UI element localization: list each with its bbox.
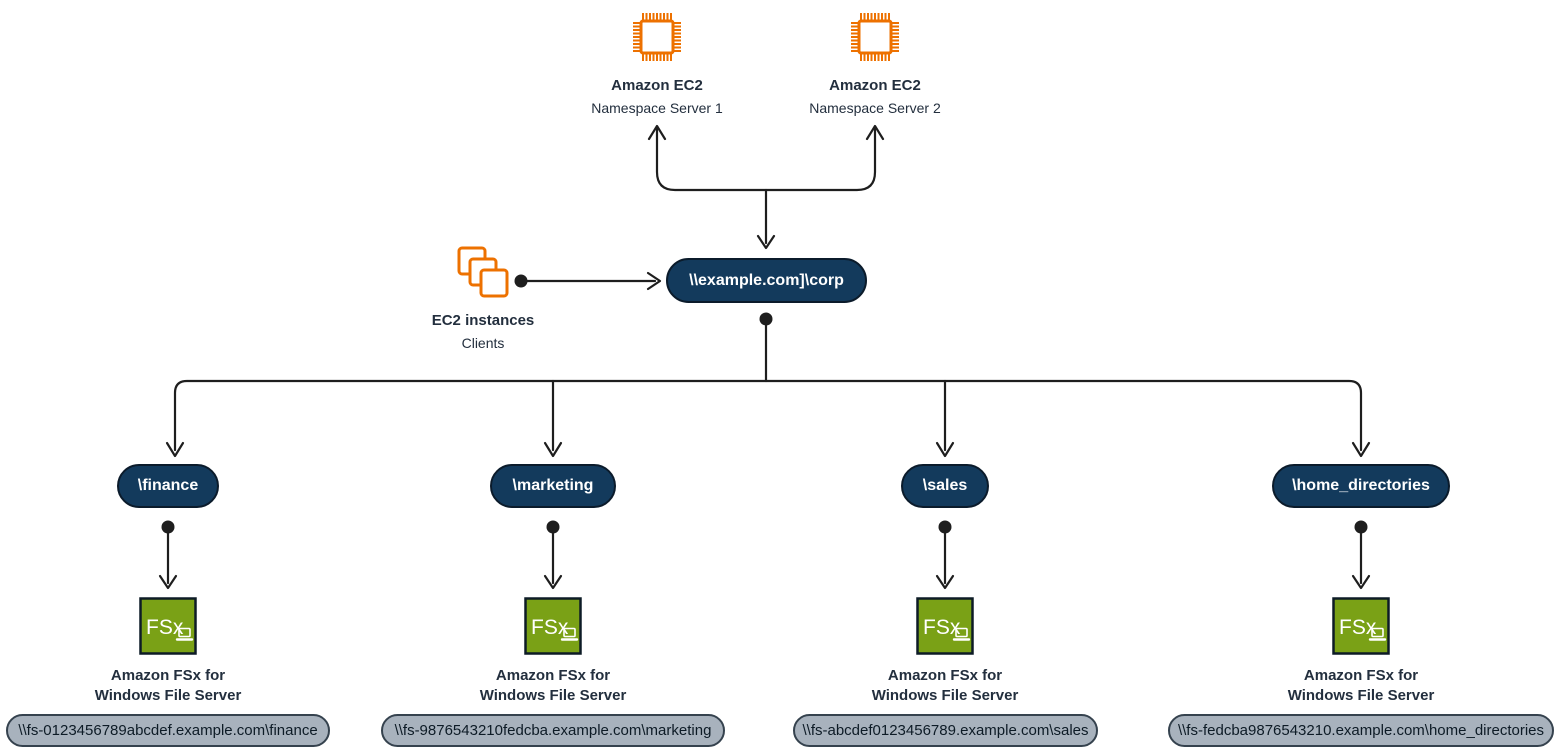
fsx-label-finance: Amazon FSx for Windows File Server <box>94 667 242 704</box>
fsx-windows-file-server-icon: FSx <box>1332 597 1390 655</box>
fsx-node-sales: FSx <box>916 597 974 655</box>
namespace-server-1-subtitle: Namespace Server 1 <box>591 99 723 116</box>
namespace-server-2-title: Amazon EC2 <box>829 77 921 94</box>
svg-text:FSx: FSx <box>531 616 569 639</box>
share-pill-finance: \finance <box>117 464 219 508</box>
dns-pill-finance: \\fs-0123456789abcdef.example.com\financ… <box>6 714 330 747</box>
root-namespace-pill: \\example.com]\corp <box>666 258 867 303</box>
namespace-server-1-node: Amazon EC2 Namespace Server 1 <box>547 8 767 117</box>
share-pill-sales: \sales <box>901 464 989 508</box>
ec2-chip-icon <box>633 13 681 61</box>
ec2-instances-icon <box>457 246 509 298</box>
clients-title: EC2 instances <box>431 312 535 329</box>
ec2-clients-node: EC2 instances Clients <box>383 243 583 352</box>
fsx-label-home-directories: Amazon FSx for Windows File Server <box>1287 667 1435 704</box>
connector-clients-to-root <box>514 271 662 291</box>
fsx-node-marketing: FSx <box>524 597 582 655</box>
ec2-chip-icon <box>851 13 899 61</box>
share-pill-marketing: \marketing <box>490 464 616 508</box>
connector-shares-to-fsx <box>158 520 1371 590</box>
fsx-windows-file-server-icon: FSx <box>139 597 197 655</box>
svg-text:FSx: FSx <box>146 616 184 639</box>
namespace-server-2-node: Amazon EC2 Namespace Server 2 <box>765 8 985 117</box>
share-pill-home-directories: \home_directories <box>1272 464 1450 508</box>
dns-pill-home-directories: \\fs-fedcba9876543210.example.com\home_d… <box>1168 714 1554 747</box>
fsx-windows-file-server-icon: FSx <box>916 597 974 655</box>
fsx-label-marketing: Amazon FSx for Windows File Server <box>479 667 627 704</box>
connector-root-to-shares <box>165 312 1371 458</box>
fsx-label-sales: Amazon FSx for Windows File Server <box>871 667 1019 704</box>
dns-pill-marketing: \\fs-9876543210fedcba.example.com\market… <box>381 714 725 747</box>
fsx-node-home-directories: FSx <box>1332 597 1390 655</box>
fsx-node-finance: FSx <box>139 597 197 655</box>
namespace-server-2-subtitle: Namespace Server 2 <box>809 99 941 116</box>
fsx-windows-file-server-icon: FSx <box>524 597 582 655</box>
svg-text:FSx: FSx <box>1339 616 1377 639</box>
dns-pill-sales: \\fs-abcdef0123456789.example.com\sales <box>793 714 1098 747</box>
namespace-server-1-title: Amazon EC2 <box>611 77 703 94</box>
clients-subtitle: Clients <box>461 334 505 351</box>
connector-root-to-namespace-servers <box>647 124 885 250</box>
svg-text:FSx: FSx <box>923 616 961 639</box>
